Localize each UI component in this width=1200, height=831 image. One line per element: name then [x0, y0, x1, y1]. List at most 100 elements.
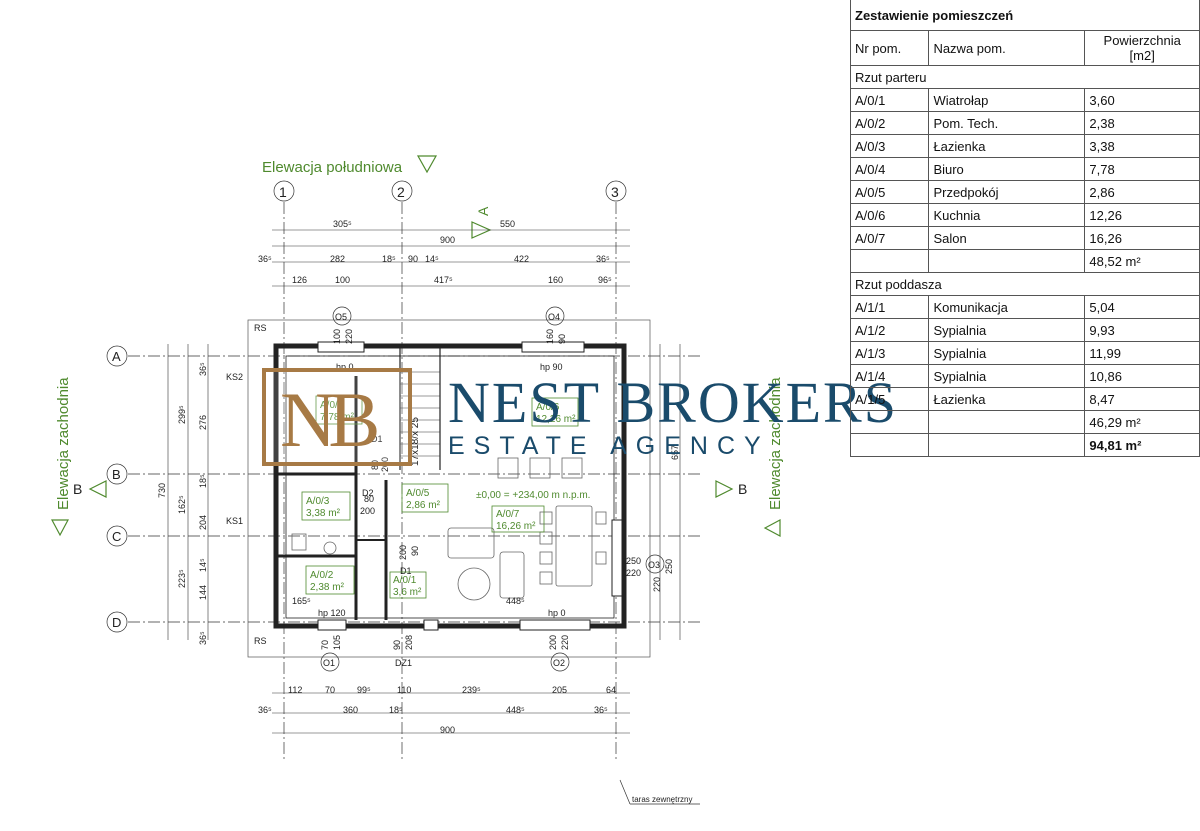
dim-top3-e: 14⁵ — [425, 254, 439, 264]
room-no: A/1/1 — [849, 295, 930, 319]
label-o2-height: 220 — [560, 635, 570, 650]
elevation-east-label: Elewacja zachodnia — [767, 377, 784, 510]
dim-top3-d: 90 — [408, 254, 418, 264]
section-ground-label: Rzut parteru — [850, 65, 1200, 89]
room-no: A/1/5 — [849, 387, 930, 411]
label-o5-width: 100 — [332, 329, 342, 344]
room-a02-area: 2,38 m² — [310, 582, 345, 593]
label-window-o2: O2 — [553, 658, 565, 668]
room-area: 2,86 — [1084, 180, 1200, 204]
room-summary-table: Zestawienie pomieszczeń Nr pom. Nazwa po… — [849, 0, 1200, 457]
dim-top3-a: 36⁵ — [258, 254, 272, 264]
room-a06-id: A/0/6 — [536, 402, 560, 413]
axis-row-c: C — [112, 529, 121, 544]
dim-top2-a: 900 — [440, 235, 455, 245]
dim-bot2-d: 448⁵ — [506, 705, 525, 715]
room-a05-area: 2,86 m² — [406, 500, 441, 511]
axis-row-d: D — [112, 615, 121, 630]
dim-bot1-f: 205 — [552, 685, 567, 695]
dim-top1-b: 550 — [500, 219, 515, 229]
dimension-lines — [167, 229, 681, 734]
room-name: Biuro — [928, 157, 1086, 181]
dim-top4-b: 100 — [335, 275, 350, 285]
terrace-label: taras zewnętrzny — [632, 795, 692, 804]
site-outline — [247, 319, 651, 658]
dim-top4-e: 96⁵ — [598, 275, 612, 285]
dim-top3-g: 36⁵ — [596, 254, 610, 264]
room-name: Sypialnia — [928, 341, 1086, 365]
room-area: 12,26 — [1084, 203, 1200, 227]
room-no: A/0/6 — [849, 203, 930, 227]
label-hp120: hp 120 — [318, 608, 346, 618]
dim-top4-c: 417⁵ — [434, 275, 453, 285]
section-b-right-marker — [715, 480, 734, 498]
dim-right-b: 250 — [626, 556, 641, 566]
section-b-left-marker — [88, 480, 107, 498]
header-room-no: Nr pom. — [849, 30, 930, 66]
section-attic-row: Rzut poddasza — [850, 272, 1200, 296]
elevation-west-label: Elewacja zachodnia — [55, 377, 72, 510]
grand-total: 94,81 m² — [1084, 433, 1200, 457]
dim-bot3-a: 900 — [440, 725, 455, 735]
windows — [317, 341, 623, 631]
label-o1-width: 70 — [320, 640, 330, 650]
room-no: A/0/1 — [849, 88, 930, 112]
misc-labels: RS KS2 KS1 RS hp 0 hp 90 hp 120 hp 0 D1 … — [226, 306, 674, 672]
axis-row-b: B — [112, 467, 121, 482]
label-window-o5: O5 — [335, 312, 347, 322]
room-a01-area: 3,6 m² — [393, 587, 422, 598]
attic-total: 46,29 m² — [1084, 410, 1200, 434]
furniture — [291, 457, 607, 601]
room-labels — [301, 395, 579, 599]
room-no: A/0/2 — [849, 111, 930, 135]
dim-bot1-e: 239⁵ — [462, 685, 481, 695]
room-a02-id: A/0/2 — [310, 570, 334, 581]
dim-left2-g: 36⁵ — [198, 631, 208, 645]
dim-bot2-a: 36⁵ — [258, 705, 272, 715]
label-window-o4: O4 — [548, 312, 560, 322]
label-d1b-height: 90 — [410, 546, 420, 556]
header-area: Powierzchnia[m2] — [1084, 30, 1200, 66]
dim-top3-c: 18⁵ — [382, 254, 396, 264]
dim-left2-b: 276 — [198, 415, 208, 430]
header-area-unit: [m2] — [1129, 48, 1155, 63]
label-d1-width: 80 — [370, 460, 380, 470]
label-hp0-b: hp 0 — [548, 608, 566, 618]
room-area: 3,60 — [1084, 88, 1200, 112]
room-name: Łazienka — [928, 387, 1086, 411]
dim-left2-f: 144 — [198, 585, 208, 600]
room-a03-id: A/0/3 — [306, 496, 330, 507]
room-name: Sypialnia — [928, 318, 1086, 342]
building-walls — [273, 343, 627, 629]
room-area: 16,26 — [1084, 226, 1200, 250]
label-dz1-height: 208 — [404, 635, 414, 650]
dim-bot1-d: 110 — [397, 685, 411, 695]
label-o3-height: 220 — [652, 577, 662, 592]
label-dz1-width: 90 — [392, 640, 402, 650]
dim-bot1-b: 70 — [325, 685, 335, 695]
room-a03-area: 3,38 m² — [306, 508, 341, 519]
room-area: 5,04 — [1084, 295, 1200, 319]
section-b-left-label: B — [73, 481, 82, 497]
table-header-row: Nr pom. Nazwa pom. Powierzchnia[m2] — [849, 30, 1200, 66]
label-d1-height: 200 — [380, 457, 390, 472]
dim-top3-b: 282 — [330, 254, 345, 264]
table-title-row: Zestawienie pomieszczeń — [850, 0, 1200, 31]
axis-col-1: 1 — [279, 184, 287, 200]
room-no: A/0/5 — [849, 180, 930, 204]
dim-left2-e: 14⁵ — [198, 558, 208, 572]
label-rs-top: RS — [254, 323, 267, 333]
room-name: Kuchnia — [928, 203, 1086, 227]
room-area: 8,47 — [1084, 387, 1200, 411]
dim-top1-a: 305⁵ — [333, 219, 352, 229]
section-a-label: A — [475, 206, 491, 216]
dim-left1-c: 223⁵ — [177, 569, 187, 588]
room-name: Komunikacja — [928, 295, 1086, 319]
